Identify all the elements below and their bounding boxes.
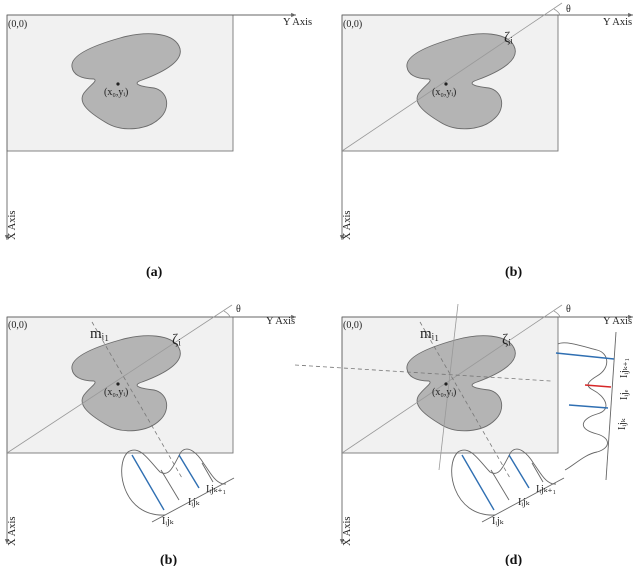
panel-d-x-axis-label: X Axis [342,517,353,546]
panel-d-theta-arc [553,310,561,318]
panel-c-centroid-dot [116,382,120,386]
panel-d-right-label-2: Iᵢjₑ [619,389,630,400]
panel-c-caption: (b) [160,553,177,566]
panel-d-centroid-label: (x₀,yᵢ) [432,387,456,398]
panel-d-profile-baseline [481,477,565,523]
panel-a-centroid-label: (x₀,yᵢ) [104,87,128,98]
panel-c-proj-label-2: Iᵢjₖ [188,497,200,508]
panel-d-origin-label: (0,0) [343,320,362,331]
panel-d-right-baseline [605,331,617,481]
panel-d: (0,0) Y Axis X Axis (x₀,yᵢ) θ ζᵢ mᵢ₁ Iᵢj… [294,303,633,566]
panel-d-projection-line [341,304,563,454]
panel-d-theta-label: θ [566,304,571,315]
panel-d-right-bar-2 [568,404,609,409]
panel-c-centroid-label: (x₀,yᵢ) [104,387,128,398]
panel-b-theta-arc [553,8,561,16]
panel-b-x-axis-label: X Axis [342,211,353,240]
panel-d-right-bar-highlight [584,384,612,388]
panel-d-projection-bar-1 [461,454,495,511]
panel-c-proj-label-3: Iᵢjₖ₊₁ [206,484,226,495]
panel-c-theta-arc [223,310,231,318]
panel-b-origin-label: (0,0) [343,19,362,30]
panel-d-caption: (d) [505,553,522,566]
panel-d-profile-curve [451,448,557,516]
panel-d-proj-label-3: Iᵢjₖ₊₁ [536,484,556,495]
panel-d-y-axis-label: Y Axis [603,316,632,327]
panel-d-vertical-line [438,303,459,471]
panel-b-projection-line [341,2,563,152]
panel-c-projection-line [6,304,233,454]
panel-b-caption: (b) [505,265,522,280]
panel-c-perpendicular-dashed [91,321,183,479]
panel-c-projection-bar-2 [178,454,200,489]
panel-d-projection-bar-2 [508,454,530,489]
panel-c-m-label: mᵢ₁ [90,326,109,342]
panel-d-right-bar-1 [555,352,615,360]
panel-c-profile-baseline [151,477,235,523]
panel-a-x-axis-label: X Axis [7,211,18,240]
panel-c-origin-label: (0,0) [8,320,27,331]
panel-c-zeta-label: ζᵢ [172,332,181,348]
panel-c-y-axis-label: Y Axis [266,316,295,327]
panel-b: (0,0) Y Axis X Axis (x₀,yᵢ) θ ζᵢ (b) [339,2,633,280]
panel-d-tick-1 [490,469,510,501]
panel-d-right-label-1: Iᵢjₖ₊₁ [619,358,630,378]
panel-c: (0,0) Y Axis X Axis (x₀,yᵢ) θ ζᵢ mᵢ₁ Iᵢj… [4,304,296,566]
panel-c-theta-label: θ [236,304,241,315]
panel-d-proj-label-2: Iᵢjₖ [518,497,530,508]
panel-c-tick-2 [201,462,214,483]
panel-b-theta-label: θ [566,4,571,15]
panel-d-m-label: mᵢ₁ [420,326,439,342]
panel-d-centroid-dot [444,382,448,386]
panel-d-right-curve [557,342,608,471]
panel-c-proj-label-1: Iᵢjₖ [162,516,174,527]
panel-c-tick-1 [160,469,180,501]
panel-d-right-label-3: Iᵢjₖ [617,418,628,430]
panel-a-caption: (a) [146,265,163,280]
panel-d-zeta-label: ζᵢ [502,332,511,348]
panel-a-y-axis-label: Y Axis [283,17,312,28]
panel-c-projection-bar-1 [131,454,165,511]
panel-a: (0,0) Y Axis X Axis (x₀,yᵢ) (a) [4,12,312,280]
panel-b-y-axis-label: Y Axis [603,17,632,28]
panel-c-profile-curve [121,448,227,516]
panel-b-centroid-dot [444,82,448,86]
panel-a-origin-label: (0,0) [8,19,27,30]
panel-a-centroid-dot [116,82,120,86]
panel-c-x-axis-label: X Axis [7,517,18,546]
panel-d-horizontal-dashed [294,364,552,382]
panel-d-proj-label-1: Iᵢjₖ [492,516,504,527]
panel-d-tick-2 [531,462,544,483]
panel-d-perpendicular-dashed [419,321,511,479]
panel-b-zeta-label: ζᵢ [504,30,513,46]
panel-b-centroid-label: (x₀,yᵢ) [432,87,456,98]
